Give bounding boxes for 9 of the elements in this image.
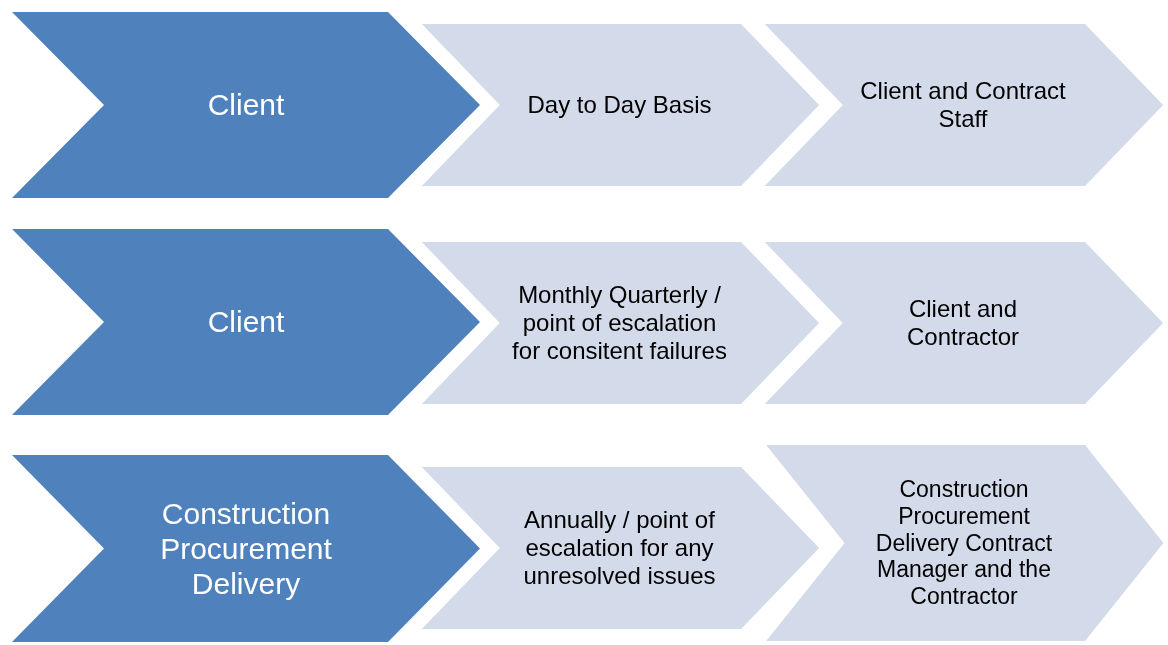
chevron-label: Construction Procurement Delivery Contract Manager and the Contractor — [874, 475, 1054, 611]
chevron-label: Construction Procurement Delivery — [159, 495, 333, 602]
chevron-label: Annually / point of escalation for any unresolved issues — [522, 505, 717, 591]
chevron-label: Client — [207, 87, 285, 123]
chevron-label: Client and Contract Staff — [859, 76, 1067, 134]
chevron-label: Monthly Quarterly / point of escalation for consitent failures — [511, 280, 728, 366]
chevron-label: Client and Contractor — [905, 294, 1020, 352]
chevron-label: Day to Day Basis — [527, 90, 712, 120]
chevron-label: Client — [207, 304, 285, 340]
